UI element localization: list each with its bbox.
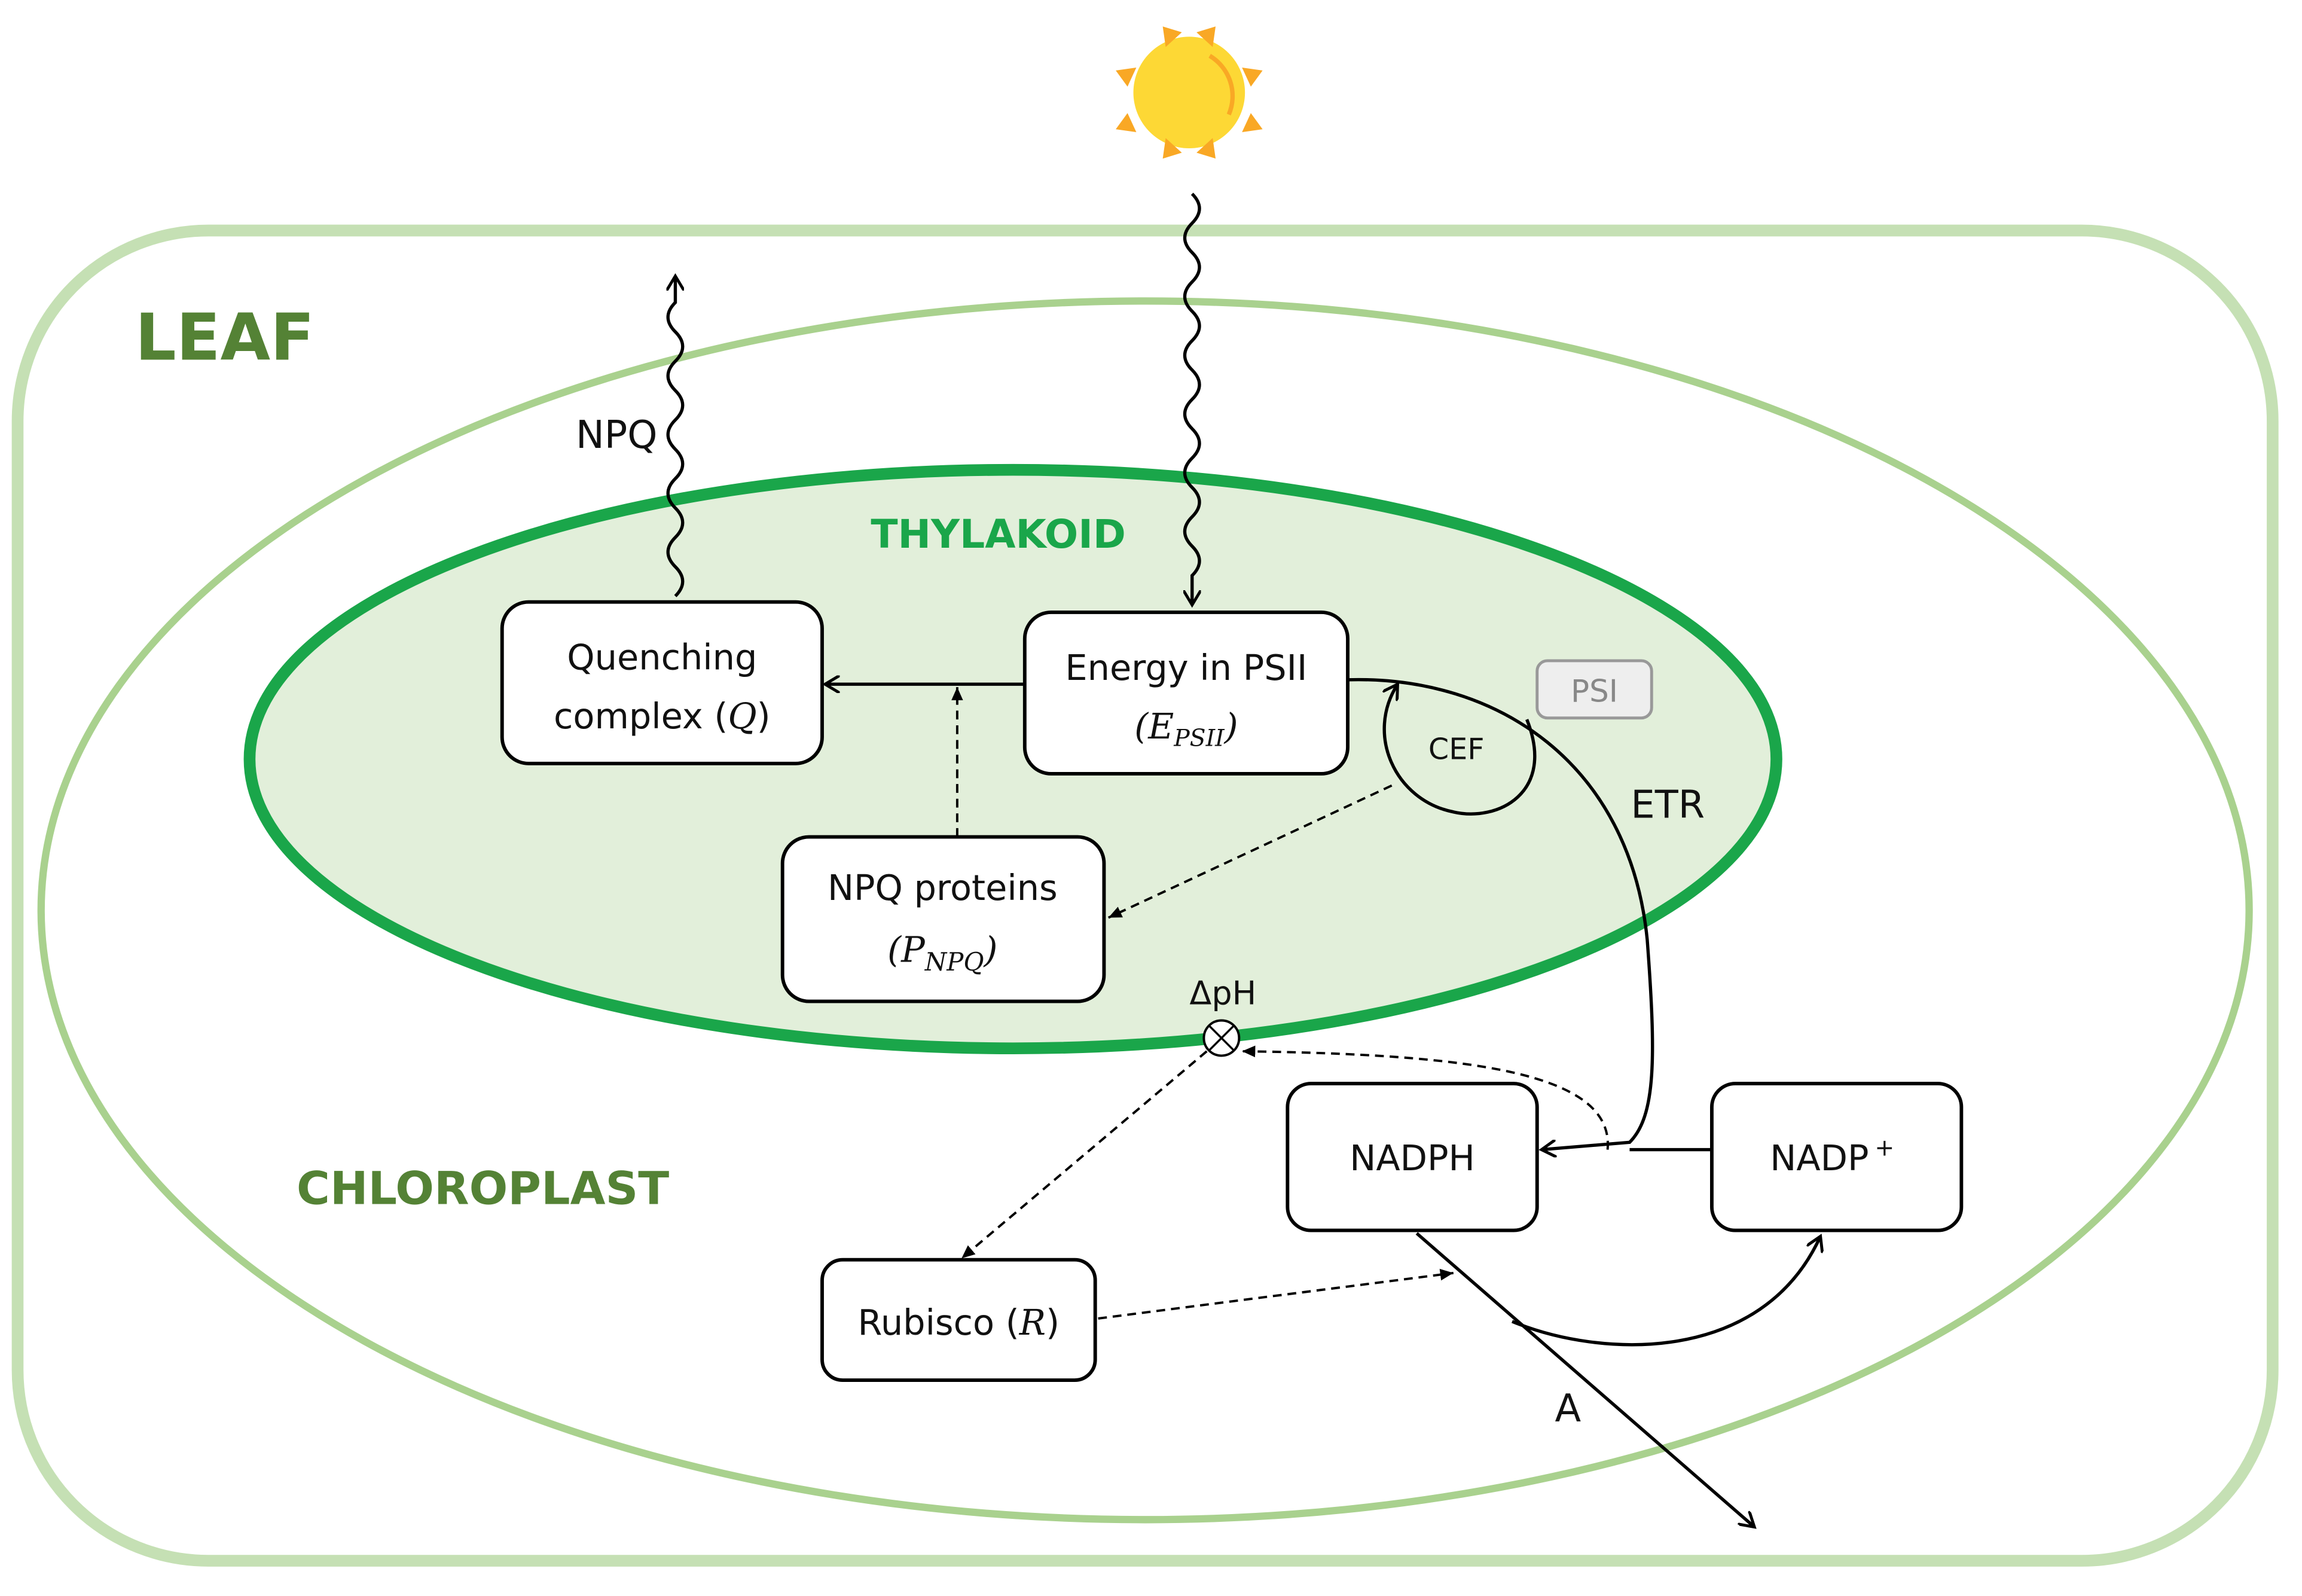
etr-label: ETR	[1631, 783, 1705, 828]
leaf-label: LEAF	[135, 301, 315, 376]
nadph-to-dph-dashed	[1242, 1045, 1609, 1150]
energy-psii-node: Energy in PSII (EPSII)	[1022, 610, 1350, 776]
a-label: A	[1555, 1387, 1581, 1431]
cef-label: CEF	[1428, 731, 1485, 766]
sun-icon	[1116, 26, 1263, 159]
psi-label: PSI	[1571, 674, 1618, 710]
cef-to-npq-proteins-dashed	[1107, 784, 1393, 919]
dph-to-rubisco-dashed	[960, 1050, 1208, 1259]
energy-line1: Energy in PSII	[1065, 647, 1307, 688]
nadph-label: NADPH	[1350, 1137, 1475, 1179]
cef-loop	[1384, 684, 1537, 816]
rubisco-node: Rubisco (R)	[820, 1258, 1097, 1382]
nadp-node: NADP+	[1710, 1082, 1964, 1232]
assimilation-arrow	[1415, 1232, 1754, 1527]
npq-wave-arrow	[666, 276, 685, 597]
quenching-complex-node: Quenching complex (Q)	[500, 600, 824, 765]
psi-node: PSI	[1535, 659, 1653, 720]
etr-arrow	[1347, 678, 1654, 1150]
dph-node: ΔpH	[1189, 974, 1256, 1057]
nadp-label: NADP+	[1770, 1134, 1894, 1179]
quenching-line1: Quenching	[567, 637, 757, 678]
npq-label: NPQ	[576, 413, 657, 457]
light-wave-arrow	[1183, 193, 1201, 605]
chloroplast-label: CHLOROPLAST	[297, 1161, 669, 1214]
npq-proteins-node: NPQ proteins (PNPQ)	[780, 835, 1106, 1003]
regeneration-arrow	[1511, 1236, 1821, 1347]
npq-proteins-line1: NPQ proteins	[828, 867, 1058, 908]
leaf-outline	[11, 224, 2279, 1567]
chloroplast-outline	[37, 297, 2253, 1524]
dph-label: ΔpH	[1189, 974, 1256, 1012]
thylakoid-label: THYLAKOID	[871, 511, 1126, 557]
nadph-node: NADPH	[1286, 1082, 1539, 1232]
quenching-line2: complex (Q)	[554, 695, 771, 737]
rubisco-label: Rubisco (R)	[858, 1302, 1060, 1343]
rubisco-to-a-dashed	[1098, 1268, 1454, 1320]
